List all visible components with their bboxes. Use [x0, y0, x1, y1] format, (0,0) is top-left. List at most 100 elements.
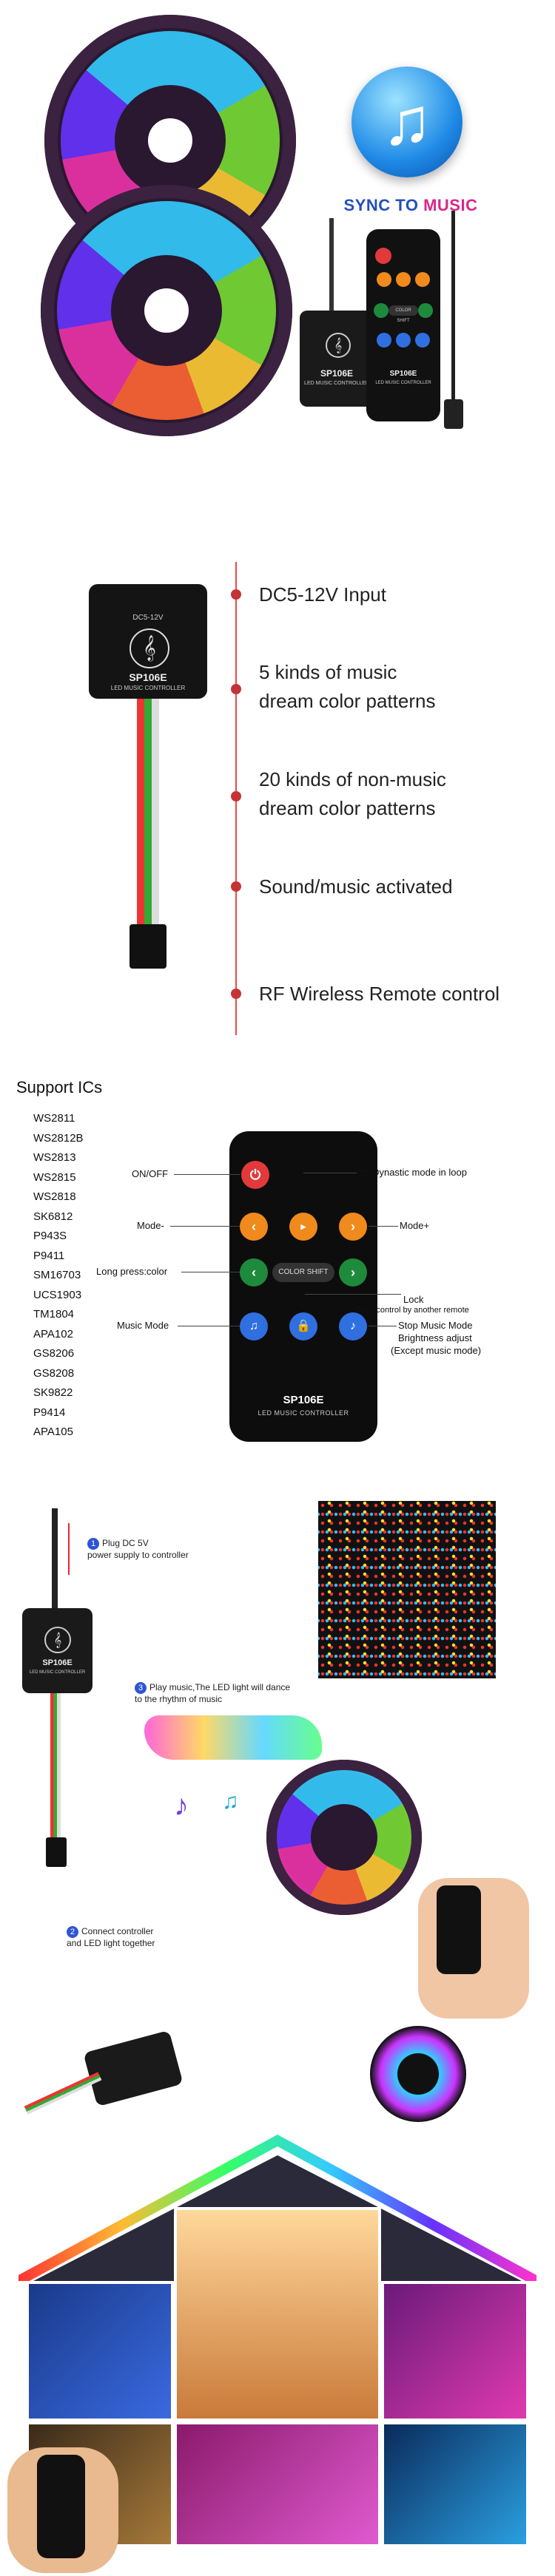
- music-note-icon: ♫: [352, 67, 462, 177]
- step1-arrow: [68, 1523, 70, 1575]
- mode-plus-label: Mode+: [400, 1220, 430, 1231]
- controller-model-label: SP106E: [42, 1658, 73, 1667]
- stop-music-label: Stop Music Mode: [398, 1320, 473, 1331]
- remote-small: COLOR SHIFT SP106E LED MUSIC CONTROLLER: [366, 229, 440, 421]
- power-button[interactable]: ⏻: [241, 1161, 269, 1189]
- remote-control: [437, 1885, 481, 1974]
- led-strip-reel: [266, 1760, 422, 1915]
- spec-dot: [231, 791, 241, 801]
- color-prev-button[interactable]: ‹: [240, 1258, 268, 1287]
- spec-dot: [231, 989, 241, 999]
- list-item: WS2818: [33, 1190, 76, 1203]
- room-bedroom: [26, 2281, 174, 2421]
- remote-sub-label: LED MUSIC CONTROLLER: [375, 381, 431, 385]
- brightness-button[interactable]: ♪: [339, 1312, 367, 1340]
- treble-clef-icon: 𝄞: [326, 333, 351, 358]
- lock-button[interactable]: 🔒: [289, 1312, 317, 1340]
- long-press-label: Long press:color: [96, 1266, 168, 1277]
- list-item: P943S: [33, 1230, 67, 1242]
- list-item: WS2815: [33, 1170, 76, 1184]
- mode-minus-label: Mode-: [137, 1220, 164, 1231]
- spec-input: DC5-12V Input: [259, 583, 386, 606]
- list-item: SK6812: [33, 1210, 73, 1223]
- support-ics-title: Support ICs: [16, 1078, 103, 1097]
- sync-to-music-label: SYNC TO MUSIC: [343, 196, 478, 214]
- remote-control: ⏻ ‹ ▶ › ‹ COLOR SHIFT › ♫ 🔒 ♪ SP106E LED…: [229, 1131, 377, 1442]
- led-matrix-image: [318, 1501, 496, 1678]
- on-off-label: ON/OFF: [132, 1168, 169, 1179]
- house-panel: [0, 2026, 555, 2576]
- list-item: P9411: [33, 1249, 65, 1262]
- remote-model-label: SP106E: [389, 370, 417, 378]
- spec-non-music-patterns: 20 kinds of non-music dream color patter…: [259, 768, 446, 819]
- led-strip-reel-glow: [370, 2026, 466, 2122]
- connector-plug: [46, 1837, 67, 1867]
- controller-model-label: SP106E: [129, 671, 167, 683]
- room-stair: [381, 2281, 529, 2421]
- list-item: WS2813: [33, 1151, 76, 1164]
- room-dining: [174, 2421, 381, 2547]
- dynastic-mode-label: 25 Dynastic mode in loop: [359, 1167, 467, 1178]
- brightness-sub-label: (Except music mode): [391, 1345, 482, 1356]
- dynastic-mode-button[interactable]: ▶: [289, 1213, 317, 1241]
- list-item: GS8208: [33, 1366, 75, 1380]
- controller-cable: [329, 218, 334, 314]
- connector-plug: [130, 924, 166, 969]
- ic-list: WS2811 WS2812B WS2813 WS2815 WS2818 SK68…: [33, 1109, 84, 1443]
- music-note-icon: ♪: [174, 1789, 189, 1822]
- room-ocean: [381, 2421, 529, 2547]
- hand-with-remote: [418, 1878, 529, 2019]
- music-mode-label: Music Mode: [117, 1320, 169, 1331]
- color-next-button[interactable]: ›: [339, 1258, 367, 1287]
- room-living: [174, 2207, 381, 2421]
- mode-plus-button[interactable]: ›: [339, 1213, 367, 1241]
- controller-wires: [137, 699, 159, 928]
- controller-box: DC5-12V 𝄞 SP106E LED MUSIC CONTROLLER: [89, 584, 207, 699]
- list-item: P9414: [33, 1406, 66, 1419]
- led-strip-reel-front: [41, 185, 292, 436]
- controller-wires: [24, 2072, 102, 2115]
- list-item: GS8206: [33, 1347, 75, 1360]
- music-wave-graphic: [144, 1715, 322, 1760]
- remote-model-label: SP106E: [283, 1394, 324, 1406]
- color-shift-label: COLOR SHIFT: [388, 305, 418, 323]
- controller-model-label: SP106E: [320, 368, 354, 379]
- remote-sub-label: LED MUSIC CONTROLLER: [258, 1409, 349, 1417]
- spec-dot: [231, 684, 241, 694]
- controller-wires: [50, 1693, 61, 1841]
- list-item: UCS1903: [33, 1288, 82, 1301]
- list-item: WS2812B: [33, 1131, 84, 1145]
- dc-cable: [451, 211, 455, 410]
- input-voltage-label: DC5-12V: [132, 614, 164, 622]
- treble-clef-icon: 𝄞: [44, 1627, 71, 1653]
- spec-dot: [231, 881, 241, 892]
- controller-sub-label: LED MUSIC CONTROLLER: [110, 685, 186, 691]
- controller-box: 𝄞 SP106E LED MUSIC CONTROLLER: [300, 311, 374, 407]
- spec-music-patterns: 5 kinds of music dream color patterns: [259, 661, 436, 712]
- list-item: APA105: [33, 1426, 73, 1438]
- list-item: APA102: [33, 1327, 73, 1340]
- controller-sub-label: LED MUSIC CONTROLLER: [29, 1670, 86, 1675]
- treble-clef-icon: 𝄞: [130, 628, 169, 668]
- music-note-icon: ♫: [222, 1789, 239, 1814]
- spec-dot: [231, 589, 241, 600]
- music-mode-button[interactable]: ♫: [240, 1312, 268, 1340]
- list-item: TM1804: [33, 1308, 75, 1321]
- list-item: SK9822: [33, 1386, 73, 1399]
- lock-label: Lock: [403, 1294, 424, 1305]
- remote-control: [37, 2455, 85, 2558]
- specs-panel: DC5-12V 𝄞 SP106E LED MUSIC CONTROLLER DC…: [0, 547, 555, 1050]
- hero-panel: ♫ SYNC TO MUSIC 𝄞 SP106E LED MUSIC CONTR…: [0, 0, 555, 495]
- ics-remote-panel: Support ICs WS2811 WS2812B WS2813 WS2815…: [0, 1072, 555, 1486]
- color-shift-label: COLOR SHIFT: [272, 1263, 334, 1282]
- spec-rf-remote: RF Wireless Remote control: [259, 983, 500, 1005]
- mode-minus-button[interactable]: ‹: [240, 1213, 268, 1241]
- controller-box: [83, 2030, 184, 2107]
- list-item: SM16703: [33, 1269, 81, 1281]
- power-icon: [375, 248, 391, 264]
- dc-plug: [444, 399, 463, 429]
- dc-cable: [52, 1508, 58, 1612]
